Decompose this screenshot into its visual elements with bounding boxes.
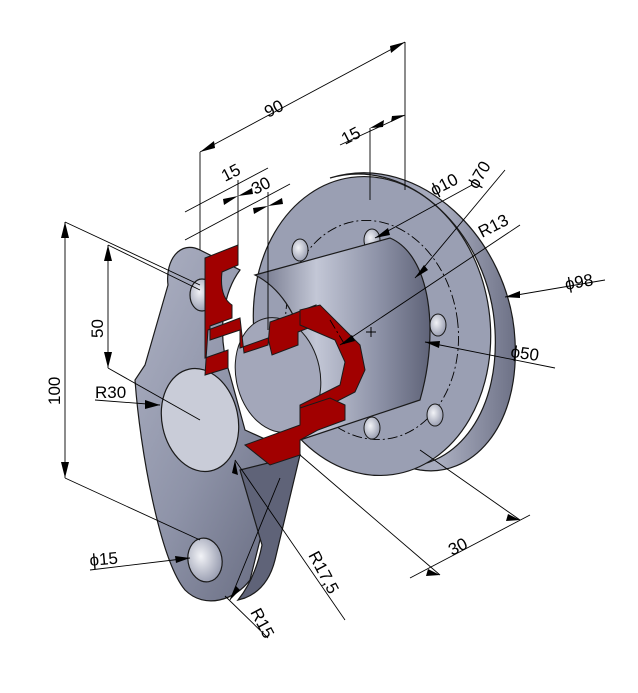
arrow [61, 462, 69, 478]
dim-d98-label: ϕ98 [563, 270, 594, 294]
section-upper [204, 244, 317, 376]
dim-100-label: 100 [45, 377, 64, 405]
arrow [223, 196, 238, 205]
dim-50-ext-top [107, 244, 201, 291]
dim-d15-leader [89, 557, 191, 571]
dim-r15-tail [229, 477, 281, 601]
dim-d70-leader [414, 169, 506, 279]
dim-30-label: 30 [445, 534, 470, 560]
dim-30-ext-b [419, 449, 521, 521]
arrow [268, 198, 283, 206]
dim-100-ext-bottom [64, 477, 201, 541]
arrow [104, 352, 112, 368]
arrow [370, 120, 384, 128]
base-plate-side [236, 454, 301, 602]
arrow [426, 569, 440, 576]
arrowheads [61, 42, 520, 600]
arrow [375, 228, 390, 238]
arrow [425, 341, 440, 348]
dimension-lines [64, 41, 606, 639]
dim-d98-leader [504, 279, 606, 298]
dim-50-ext-bottom [107, 367, 201, 421]
dim-r15-label: R15 [246, 605, 277, 641]
axis-line [329, 319, 346, 346]
dim-d10-leader [374, 184, 473, 239]
dim-50-label: 50 [88, 319, 107, 338]
arrow [175, 556, 190, 563]
arrow [61, 222, 69, 238]
dim-100-ext-top [64, 221, 201, 286]
arrow [253, 206, 268, 214]
dim-slot30-line [184, 183, 291, 241]
dim-slot15-line [184, 167, 269, 213]
dim-r17-label: R17,5 [304, 548, 342, 597]
dim-30-ext-a [299, 454, 441, 576]
bottom-hole [187, 537, 223, 583]
arrow [391, 115, 405, 122]
arrow [506, 514, 520, 521]
dim-d15-label: ϕ15 [89, 549, 119, 570]
arrow [200, 141, 215, 152]
arrow [390, 42, 405, 53]
arrow [145, 400, 160, 409]
dim-slot-15-label: 15 [218, 160, 243, 186]
dim-d50-leader [424, 341, 556, 369]
arrow [238, 188, 253, 196]
bolt-hole [429, 313, 447, 337]
dim-90-label: 90 [261, 96, 286, 122]
dim-d50-label: ϕ50 [509, 342, 540, 365]
arrow [505, 291, 520, 298]
bolt-hole [363, 416, 381, 440]
dim-r30-label: R30 [95, 383, 126, 402]
arrow [232, 460, 238, 475]
dim-30-line [409, 514, 531, 579]
bolt-hole [291, 238, 309, 262]
arrow [230, 586, 240, 600]
section-cut [204, 244, 366, 466]
dim-r13-label: R13 [475, 210, 511, 241]
dim-90-line [199, 41, 406, 153]
arrow [104, 245, 112, 261]
dim-r15-leader [224, 595, 269, 639]
bolt-hole [426, 403, 444, 427]
arrow [340, 335, 355, 345]
dim-r17-leader [234, 459, 346, 621]
dim-r13-leader [339, 224, 521, 346]
arrow [415, 265, 428, 278]
section-lower [243, 397, 346, 466]
dim-flange-15-label: 15 [338, 123, 363, 149]
